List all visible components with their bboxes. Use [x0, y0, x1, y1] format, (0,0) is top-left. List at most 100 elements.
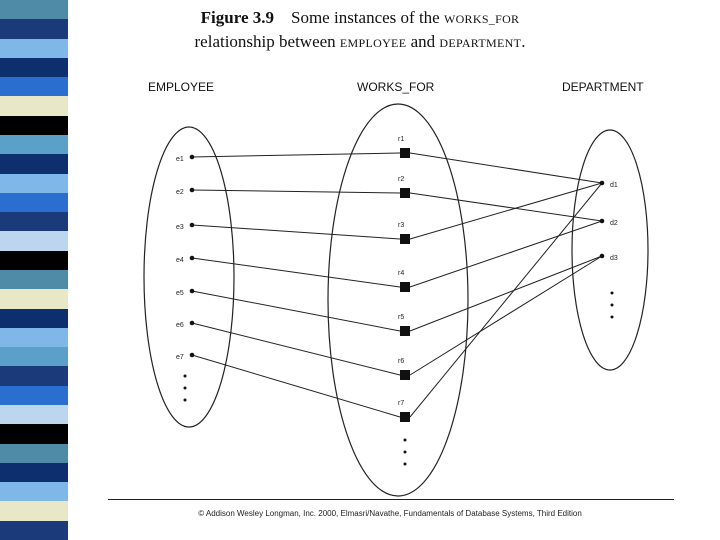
sidebar-stripe — [0, 270, 68, 290]
caption-period: . — [521, 32, 526, 51]
relationship-instance-label: r3 — [398, 222, 404, 229]
employee-to-relationship-link — [191, 322, 401, 376]
caption-line2-a: relationship between — [194, 32, 336, 51]
caption-and: and — [410, 32, 436, 51]
relationship-to-department-link — [409, 192, 603, 222]
sidebar-stripe — [0, 347, 68, 367]
department-instance-label: d2 — [610, 220, 618, 227]
employee-instance-label: e4 — [176, 257, 184, 264]
relationship-instance-label: r6 — [398, 358, 404, 365]
figure-title-line-2: relationship between EMPLOYEE and DEPART… — [0, 32, 720, 52]
employee-instance-label: e2 — [176, 189, 184, 196]
sidebar-stripe — [0, 57, 68, 78]
department-instance-label: d3 — [610, 255, 618, 262]
employee-instance-point — [189, 320, 195, 326]
works-for-column-label: WORKS_FOR — [357, 80, 435, 94]
sidebar-stripe — [0, 173, 68, 194]
sidebar-stripe — [0, 212, 68, 232]
relationship-instance-node — [400, 148, 410, 158]
relationship-to-department-link — [409, 182, 603, 240]
employee-instance-label: e3 — [176, 224, 184, 231]
employee-set-oval — [143, 126, 235, 428]
relationship-to-department-link — [409, 182, 603, 418]
department-instance-point — [599, 218, 605, 224]
employee-continuation-dot — [183, 386, 187, 390]
department-set-oval — [571, 129, 649, 371]
sidebar-stripe — [0, 289, 68, 310]
sidebar-stripe — [0, 115, 68, 136]
employee-to-relationship-link — [191, 189, 401, 194]
sidebar-stripe — [0, 19, 68, 40]
department-column-label: DEPARTMENT — [562, 80, 644, 94]
figure-title-line-1: Figure 3.9 Some instances of the WORKS_F… — [0, 8, 720, 28]
relationship-instance-node — [400, 412, 410, 422]
department-instance-point — [599, 253, 605, 259]
sidebar-stripe — [0, 482, 68, 502]
sidebar-stripe — [0, 501, 68, 522]
employee-to-relationship-link — [191, 354, 401, 418]
footer-divider — [108, 499, 674, 500]
sidebar-stripe — [0, 250, 68, 271]
figure-label: Figure 3.9 — [200, 8, 274, 27]
sidebar-stripe — [0, 77, 68, 97]
employee-instance-point — [189, 187, 195, 193]
sidebar-stripe — [0, 443, 68, 464]
employee-instance-point — [189, 255, 195, 261]
sidebar-stripe — [0, 154, 68, 175]
caption-department: DEPARTMENT — [439, 36, 522, 50]
sidebar-stripe — [0, 462, 68, 483]
employee-instance-point — [189, 288, 195, 294]
department-instance-label: d1 — [610, 182, 618, 189]
employee-continuation-dot — [183, 374, 187, 378]
relationship-instance-node — [400, 282, 410, 292]
relationship-instance-label: r1 — [398, 136, 404, 143]
sidebar-stripe — [0, 135, 68, 155]
relationship-to-department-link — [409, 255, 603, 376]
sidebar-stripe — [0, 192, 68, 213]
employee-instance-label: e6 — [176, 322, 184, 329]
sidebar-stripe — [0, 231, 68, 252]
employee-to-relationship-link — [191, 152, 401, 158]
employee-continuation-dot — [183, 398, 187, 402]
employee-to-relationship-link — [191, 290, 401, 332]
works-for-set-oval — [327, 103, 469, 497]
relationship-to-department-link — [409, 220, 603, 288]
caption-entity: WORKS_FOR — [443, 12, 520, 26]
relationship-instance-label: r4 — [398, 270, 404, 277]
department-continuation-dot — [610, 303, 614, 307]
employee-column-label: EMPLOYEE — [148, 80, 215, 94]
sidebar-stripe — [0, 520, 68, 540]
sidebar-stripe — [0, 385, 68, 406]
relationship-instance-label: r2 — [398, 176, 404, 183]
relationship-continuation-dot — [403, 462, 407, 466]
caption-lead: Some instances of the — [291, 8, 440, 27]
relationship-instance-node — [400, 326, 410, 336]
sidebar-stripe — [0, 96, 68, 117]
employee-instance-label: e1 — [176, 156, 184, 163]
sidebar-stripe — [0, 38, 68, 59]
relationship-instance-node — [400, 370, 410, 380]
sidebar-stripe — [0, 366, 68, 387]
employee-instance-label: e7 — [176, 354, 184, 361]
employee-to-relationship-link — [191, 257, 401, 288]
sidebar-stripe — [0, 405, 68, 425]
employee-instance-label: e5 — [176, 290, 184, 297]
sidebar-stripe — [0, 424, 68, 445]
relationship-instance-label: r5 — [398, 314, 404, 321]
sidebar-stripe — [0, 0, 68, 20]
employee-to-relationship-link — [191, 224, 401, 240]
employee-instance-point — [189, 222, 195, 228]
decorative-sidebar — [0, 0, 68, 540]
caption-employee: EMPLOYEE — [339, 36, 407, 50]
relationship-to-department-link — [409, 255, 603, 332]
sidebar-stripe — [0, 308, 68, 329]
sidebar-stripe — [0, 327, 68, 348]
relationship-instance-node — [400, 188, 410, 198]
relationship-continuation-dot — [403, 438, 407, 442]
footer-copyright: © Addison Wesley Longman, Inc. 2000, Elm… — [198, 509, 582, 518]
relationship-to-department-link — [409, 152, 603, 184]
relationship-instance-node — [400, 234, 410, 244]
department-instance-point — [599, 180, 605, 186]
employee-instance-point — [189, 154, 195, 160]
